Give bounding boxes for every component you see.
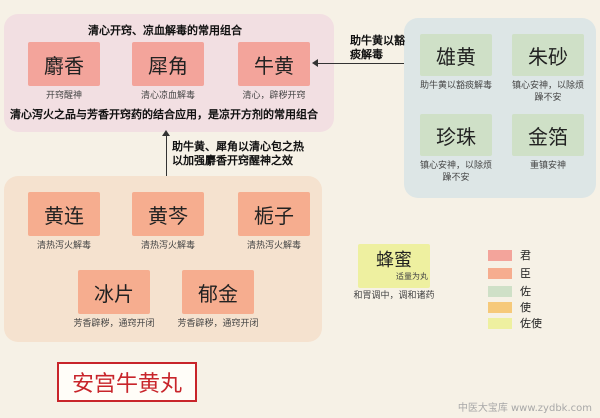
legend-swatch-jun [488,250,512,261]
herb-box-shexiang: 麝香 [28,42,100,86]
herb-desc-fengmi: 和胃调中，调和诸药 [353,291,435,301]
herb-name: 珍珠 [436,124,476,149]
herb-box-xijiao: 犀角 [132,42,204,86]
arrow-up-to-jun [166,134,167,176]
herb-name: 黄芩 [148,203,188,228]
herb-box-jinbo: 金箔 [512,114,584,156]
arrow-right-to-niuhuang [316,63,404,64]
herb-box-yujin: 郁金 [182,270,254,314]
herb-name: 金箔 [528,124,568,149]
legend-label-jun: 君 [520,249,531,262]
legend-label-zuoshi: 佐使 [520,317,542,330]
herb-name: 黄连 [44,203,84,228]
legend-swatch-zuoshi [488,318,512,329]
legend-swatch-shi [488,302,512,313]
herb-name: 栀子 [254,203,294,228]
herb-desc-niuhuang: 清心，辟秽开窍 [242,91,306,101]
herb-desc-huangqin: 清热泻火解毒 [140,241,195,251]
herb-desc-xionghuang: 助牛黄以豁痰解毒 [419,81,492,91]
legend-swatch-chen [488,268,512,279]
jun-group-heading: 清心开窍、凉血解毒的常用组合 [88,24,242,37]
herb-name: 郁金 [198,281,238,306]
herb-box-zhizi: 栀子 [238,192,310,236]
herb-desc-zhenzhu: 镇心安神，以除烦躁不安 [419,161,492,183]
herb-box-xionghuang: 雄黄 [420,34,492,76]
herb-box-bingpian: 冰片 [78,270,150,314]
herb-desc-huanglian: 清热泻火解毒 [36,241,91,251]
herb-desc-yujin: 芳香辟秽，通窍开闭 [177,319,259,329]
legend-swatch-zuo [488,286,512,297]
herb-box-zhusha: 朱砂 [512,34,584,76]
legend-label-shi: 使 [520,301,531,314]
legend-label-zuo: 佐 [520,285,531,298]
arrow-up-note: 助牛黄、犀角以清心包之热以加强麝香开窍醒神之效 [172,140,304,167]
herb-box-fengmi: 蜂蜜 适量为丸 [358,244,430,288]
herb-desc-jinbo: 重镇安神 [529,161,566,171]
herb-name: 麝香 [44,53,84,78]
herb-desc-shexiang: 开窍醒神 [45,91,82,101]
arrow-head-left-icon [312,59,318,67]
watermark: 中医大宝库 www.zydbk.com [457,403,592,414]
legend-label-chen: 臣 [520,267,531,280]
herb-box-huangqin: 黄芩 [132,192,204,236]
arrow-right-note: 助牛黄以豁痰解毒 [350,34,405,61]
herb-desc-xijiao: 清心凉血解毒 [140,91,195,101]
herb-name: 牛黄 [254,53,294,78]
herb-name: 冰片 [94,281,134,306]
herb-desc-bingpian: 芳香辟秽，通窍开闭 [73,319,155,329]
herb-box-niuhuang: 牛黄 [238,42,310,86]
herb-desc-zhizi: 清热泻火解毒 [246,241,301,251]
arrow-head-up-icon [162,130,170,136]
herb-desc-zhusha: 镇心安神，以除烦躁不安 [511,81,584,103]
herb-tag: 适量为丸 [396,272,428,281]
herb-name: 犀角 [148,53,188,78]
herb-name: 朱砂 [528,44,568,69]
herb-box-zhenzhu: 珍珠 [420,114,492,156]
formula-title: 安宫牛黄丸 [57,362,197,402]
herb-name: 雄黄 [436,44,476,69]
jun-group-footer: 清心泻火之品与芳香开窍药的结合应用，是凉开方剂的常用组合 [10,108,318,121]
herb-name: 蜂蜜 [376,250,412,271]
herb-box-huanglian: 黄连 [28,192,100,236]
